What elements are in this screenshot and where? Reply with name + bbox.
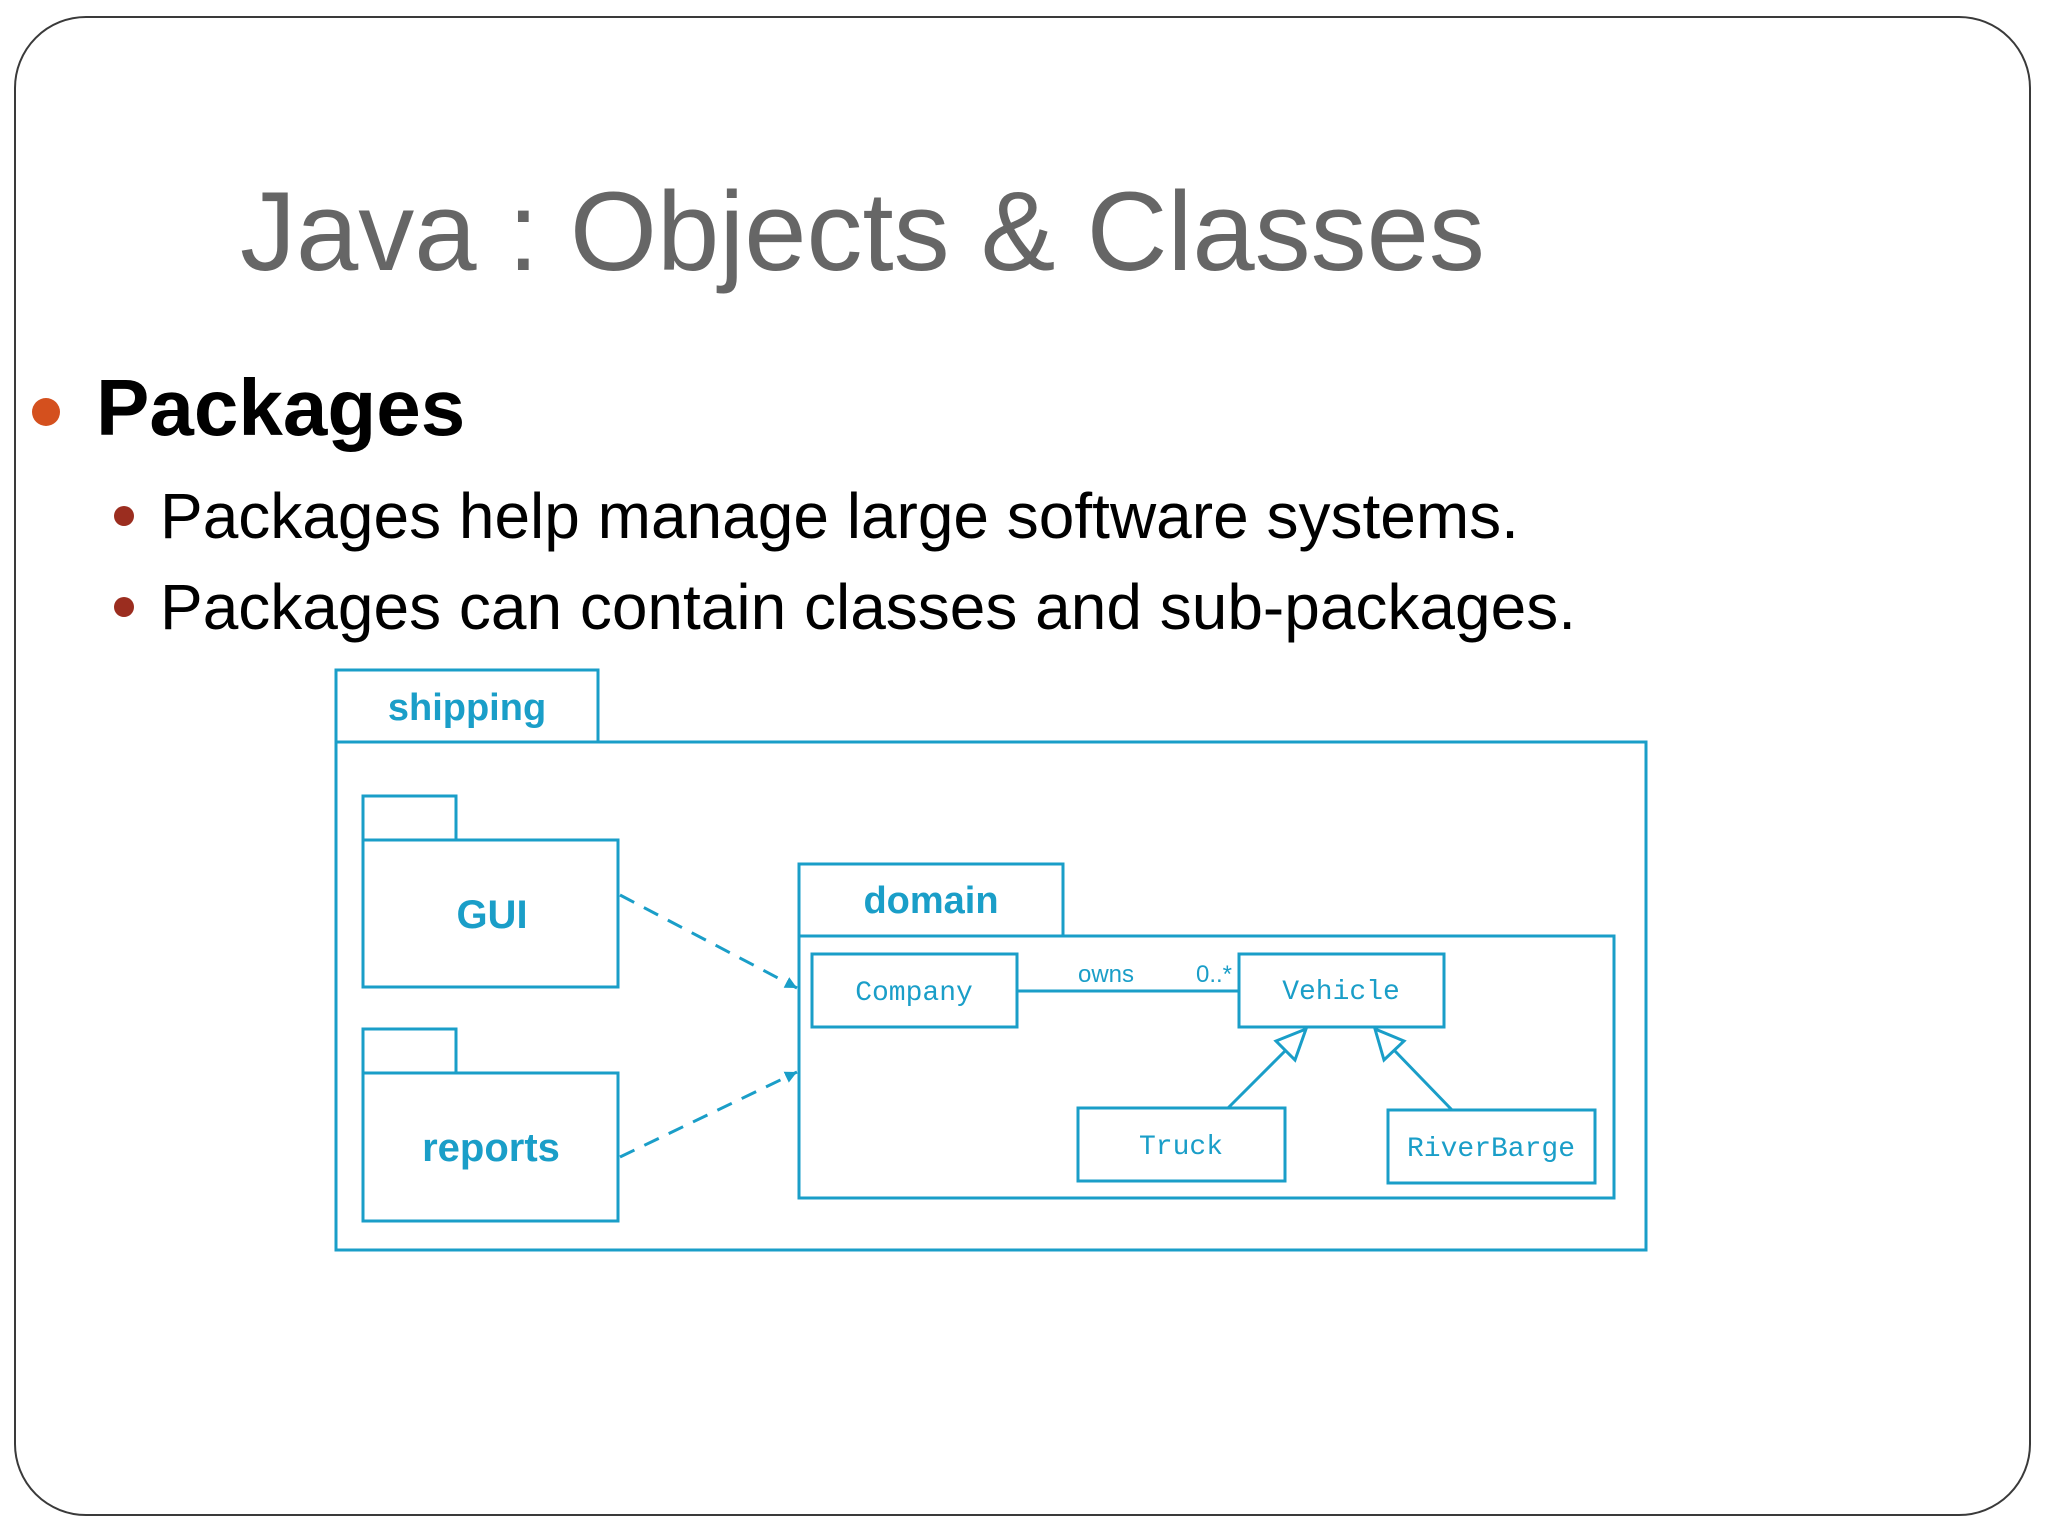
sub-bullet-dot-icon xyxy=(114,597,134,617)
sub-bullet-text: Packages can contain classes and sub-pac… xyxy=(160,571,1576,643)
slide: Java : Objects & Classes Packages Packag… xyxy=(14,16,2031,1516)
reports-package-tab xyxy=(361,1027,458,1075)
riverbarge-class-box xyxy=(1386,1108,1597,1185)
bullet-dot-icon xyxy=(32,398,60,426)
domain-package-body xyxy=(797,934,1616,1200)
shipping-package-body xyxy=(334,740,1648,1252)
gui-dependency-arrow xyxy=(619,893,798,990)
association-multiplicity: 0..* xyxy=(1196,961,1232,988)
reports-package-body xyxy=(361,1071,620,1223)
association-label: owns xyxy=(1078,961,1134,988)
riverbarge-class-label: RiverBarge xyxy=(1407,1134,1575,1165)
sub-bullet-dot-icon xyxy=(114,506,134,526)
truck-class-box xyxy=(1076,1106,1287,1183)
heading-text: Packages xyxy=(96,363,466,452)
truck-generalization-arrowhead xyxy=(1273,1026,1309,1063)
riverbarge-generalization-line xyxy=(1392,1048,1454,1112)
gui-package-body xyxy=(361,838,620,989)
company-class-label: Company xyxy=(855,978,973,1009)
reports-dependency-arrow xyxy=(619,1070,798,1159)
vehicle-class-label: Vehicle xyxy=(1282,977,1400,1008)
reports-package-label: reports xyxy=(422,1126,560,1170)
domain-package-label: domain xyxy=(863,880,998,922)
gui-package-tab xyxy=(361,794,458,842)
shipping-package-label: shipping xyxy=(388,687,546,729)
sub-bullet-text: Packages help manage large software syst… xyxy=(160,480,1519,552)
gui-package-label: GUI xyxy=(456,893,527,937)
truck-generalization-line xyxy=(1226,1048,1288,1110)
slide-title: Java : Objects & Classes xyxy=(240,169,1485,294)
truck-class-label: Truck xyxy=(1139,1132,1223,1163)
riverbarge-generalization-arrowhead xyxy=(1372,1026,1407,1063)
